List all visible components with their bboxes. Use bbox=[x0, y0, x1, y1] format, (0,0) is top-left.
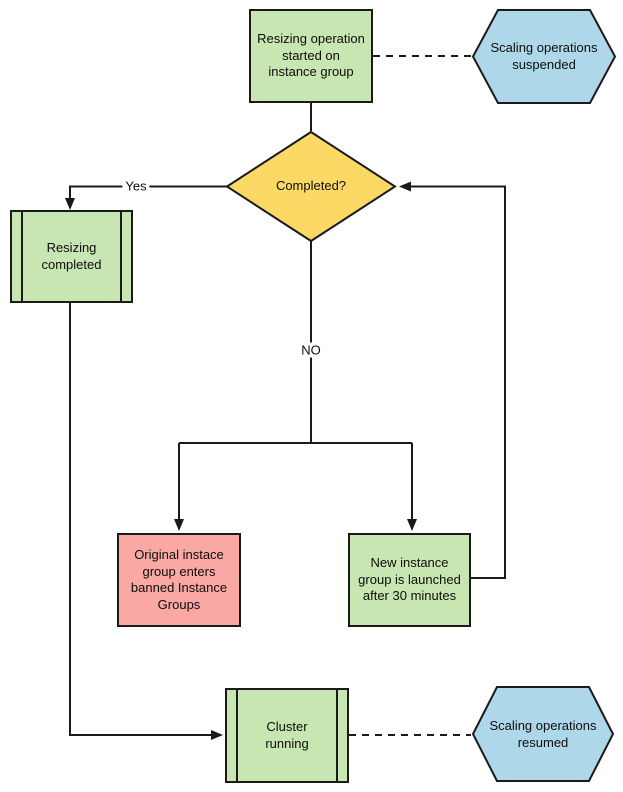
edge-label-yes: Yes bbox=[122, 178, 150, 194]
predefined-process-bar-left bbox=[236, 690, 238, 781]
edge-new-instance-to-decision bbox=[399, 181, 506, 579]
node-banned-instance-groups-label: Original instace group enters banned Ins… bbox=[130, 547, 228, 612]
predefined-process-bar-right bbox=[336, 690, 338, 781]
node-cluster-running-label: Cluster running bbox=[265, 719, 309, 751]
predefined-process-bar-left bbox=[21, 212, 23, 301]
resumed-hexagon-shape bbox=[471, 686, 615, 782]
node-banned-instance-groups: Original instace group enters banned Ins… bbox=[117, 533, 241, 627]
node-resizing-started-label: Resizing operation started on instance g… bbox=[257, 31, 365, 80]
node-resizing-started: Resizing operation started on instance g… bbox=[249, 9, 373, 103]
node-resizing-completed-label: Resizing completed bbox=[41, 240, 102, 272]
suspended-hexagon-shape bbox=[471, 9, 617, 104]
predefined-process-bar-right bbox=[120, 212, 122, 301]
node-new-instance-group-label: New instance group is launched after 30 … bbox=[358, 555, 461, 604]
edge-decision-yes bbox=[65, 185, 227, 210]
edge-label-no: NO bbox=[298, 342, 324, 358]
node-new-instance-group: New instance group is launched after 30 … bbox=[348, 533, 471, 627]
node-cluster-running: Cluster running bbox=[225, 688, 349, 783]
node-resizing-completed: Resizing completed bbox=[10, 210, 133, 303]
decision-diamond-shape bbox=[225, 130, 397, 243]
edge-resizing-to-cluster bbox=[69, 303, 223, 740]
